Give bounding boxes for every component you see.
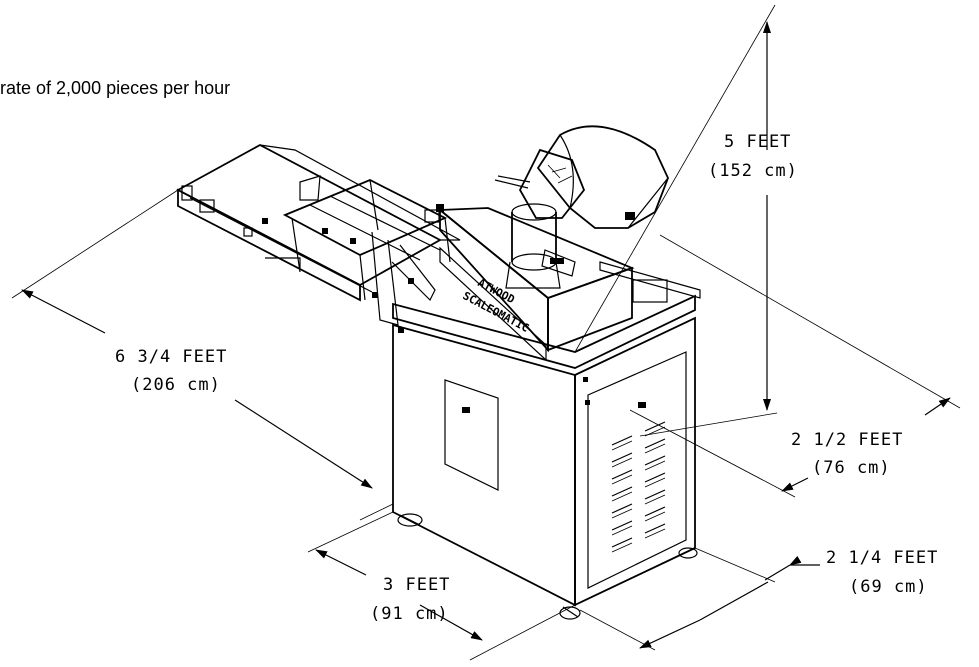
dimension-height	[574, 4, 778, 437]
scale-housing: ATWOOD SCALEOMATIC	[437, 207, 635, 362]
depth-top-metric-label: (76 cm)	[812, 458, 891, 478]
side-louver-vents	[611, 421, 666, 553]
side-latch-icon	[638, 402, 646, 408]
table-top	[392, 261, 701, 369]
dimension-depth-top	[629, 234, 961, 498]
cabinet	[392, 316, 698, 620]
control-plate	[632, 279, 668, 303]
depth-base-imperial-label: 2 1/4 FEET	[826, 548, 938, 568]
width-base-metric-label: (91 cm)	[370, 604, 449, 624]
funnel	[518, 148, 586, 219]
conveyor	[176, 143, 461, 326]
front-access-panel	[444, 379, 499, 491]
length-metric-label: (206 cm)	[131, 375, 221, 395]
length-imperial-label: 6 3/4 FEET	[115, 347, 227, 367]
height-imperial-label: 5 FEET	[724, 132, 791, 152]
height-metric-label: (152 cm)	[708, 161, 798, 181]
width-base-imperial-label: 3 FEET	[383, 575, 450, 595]
depth-top-imperial-label: 2 1/2 FEET	[791, 430, 903, 450]
panel-latch-icon	[462, 407, 470, 413]
hopper	[494, 125, 669, 289]
caster-wheels	[397, 513, 698, 620]
caption-text: rate of 2,000 pieces per hour	[0, 78, 231, 98]
dimension-width-base	[307, 511, 576, 661]
dimension-depth-base	[579, 547, 820, 651]
depth-base-metric-label: (69 cm)	[849, 577, 928, 597]
dimension-length	[11, 189, 394, 521]
